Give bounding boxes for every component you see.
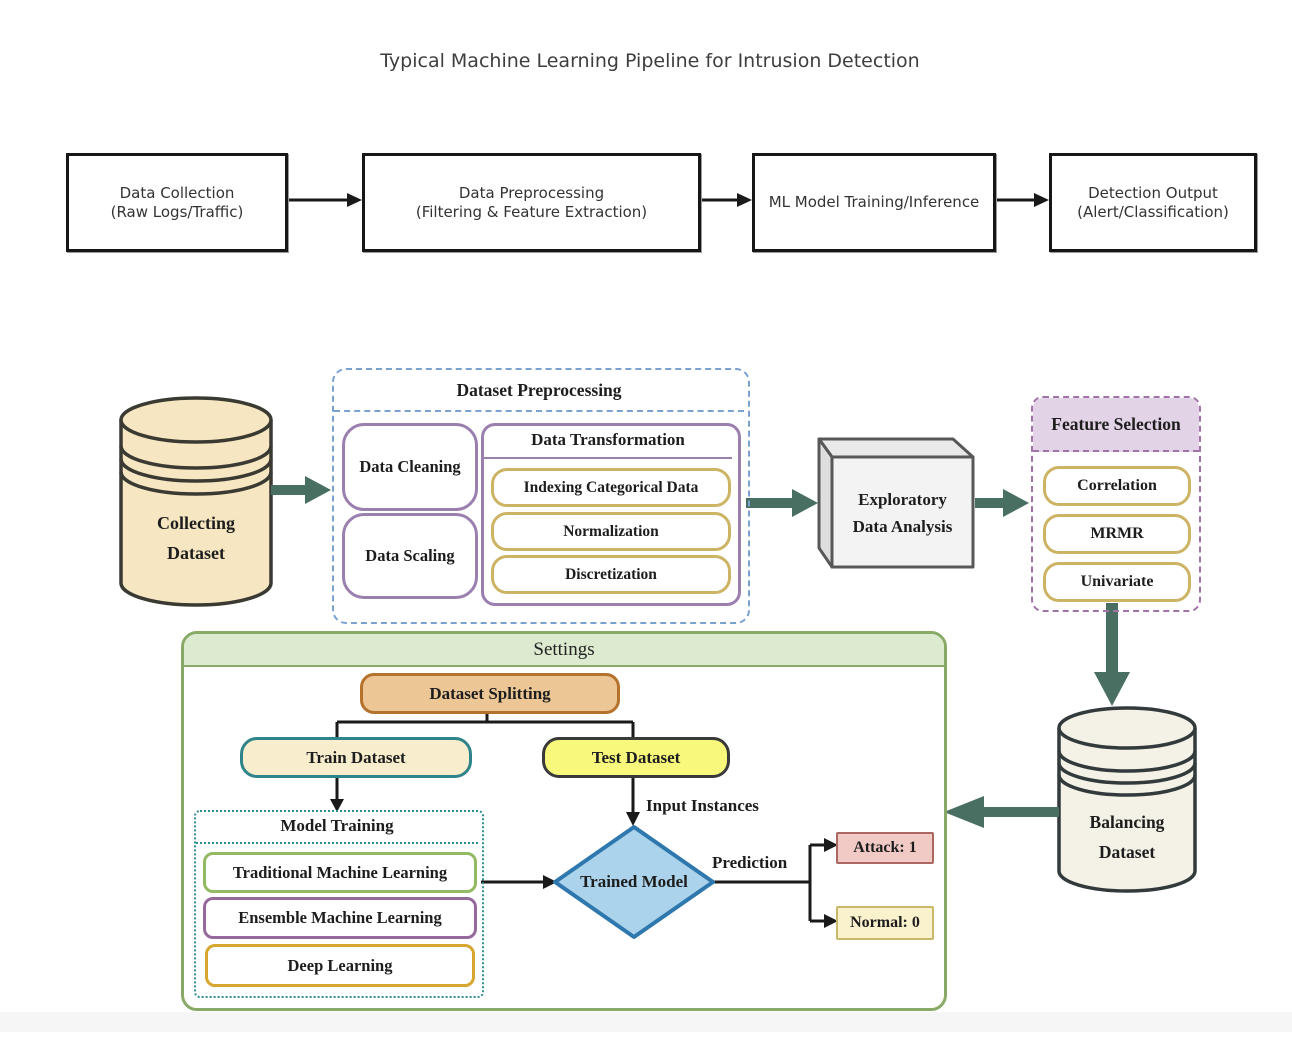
step-label-line2: (Filtering & Feature Extraction) [415,202,648,221]
data-transformation-separator [484,457,732,459]
collecting-line1: Collecting [157,513,235,533]
correlation-box: Correlation [1043,466,1191,506]
dataset-preprocessing-separator [334,410,744,412]
eda-line1: Exploratory [858,490,947,509]
settings-arrowheads [330,799,838,928]
step-label-line1: ML Model Training/Inference [768,193,980,211]
dataset-preprocessing-title: Dataset Preprocessing [456,380,622,400]
input-instances-label: Input Instances [646,796,759,815]
indexing-categorical-data-box: Indexing Categorical Data [491,468,731,507]
settings-connectors [335,708,824,923]
pipeline-arrows [283,193,1049,207]
test-dataset-box: Test Dataset [542,737,730,778]
step-label-line1: Detection Output [1088,183,1218,202]
collecting-line2: Dataset [167,543,225,563]
ensemble-ml-box: Ensemble Machine Learning [203,897,477,939]
settings-panel: Settings [181,631,947,1011]
step-label-line2: (Raw Logs/Traffic) [110,202,244,221]
balancing-line2: Dataset [1098,842,1156,862]
balancing-dataset-cylinder [1057,706,1197,893]
traditional-ml-box: Traditional Machine Learning [203,852,477,893]
pipeline-step-data-collection: Data Collection (Raw Logs/Traffic) [66,153,288,252]
train-dataset-box: Train Dataset [240,737,472,778]
balancing-line1: Balancing [1089,812,1165,832]
model-training-box [194,810,484,998]
dataset-preprocessing-panel [332,368,750,624]
dataset-splitting-box: Dataset Splitting [360,673,620,714]
deep-learning-box: Deep Learning [205,944,475,987]
data-scaling-box: Data Scaling [342,513,478,599]
univariate-box: Univariate [1043,562,1191,602]
trained-model-diamond [553,825,715,939]
step-label-line1: Data Collection [119,183,235,202]
teal-flow-arrows [271,476,1130,828]
bottom-strip [0,1012,1292,1032]
model-training-title: Model Training [280,816,394,835]
pipeline-step-detection-output: Detection Output (Alert/Classification) [1049,153,1257,252]
data-transformation-title: Data Transformation [531,430,685,449]
pipeline-step-data-preprocessing: Data Preprocessing (Filtering & Feature … [362,153,701,252]
model-training-separator [196,842,478,844]
feature-selection-header: Feature Selection [1033,398,1199,452]
page-title: Typical Machine Learning Pipeline for In… [380,50,920,72]
eda-3d-box [817,437,975,569]
step-label-line1: Data Preprocessing [458,183,605,202]
trained-model-label: Trained Model [580,872,688,891]
prediction-label: Prediction [712,853,788,872]
attack-output-box: Attack: 1 [836,832,934,864]
pipeline-step-ml-model: ML Model Training/Inference [752,153,996,252]
mrmr-box: MRMR [1043,514,1191,554]
balancing-dataset-label: Balancing Dataset [1059,807,1195,867]
feature-selection-panel: Feature Selection [1031,396,1201,612]
discretization-box: Discretization [491,555,731,594]
step-label-line2: (Alert/Classification) [1077,202,1229,221]
collecting-dataset-label: Collecting Dataset [121,508,271,568]
normalization-box: Normalization [491,512,731,551]
normal-output-box: Normal: 0 [836,906,934,940]
settings-header: Settings [184,634,944,667]
collecting-dataset-cylinder [119,396,273,607]
eda-label: Exploratory Data Analysis [832,486,973,540]
data-cleaning-box: Data Cleaning [342,423,478,511]
eda-line2: Data Analysis [852,517,953,536]
